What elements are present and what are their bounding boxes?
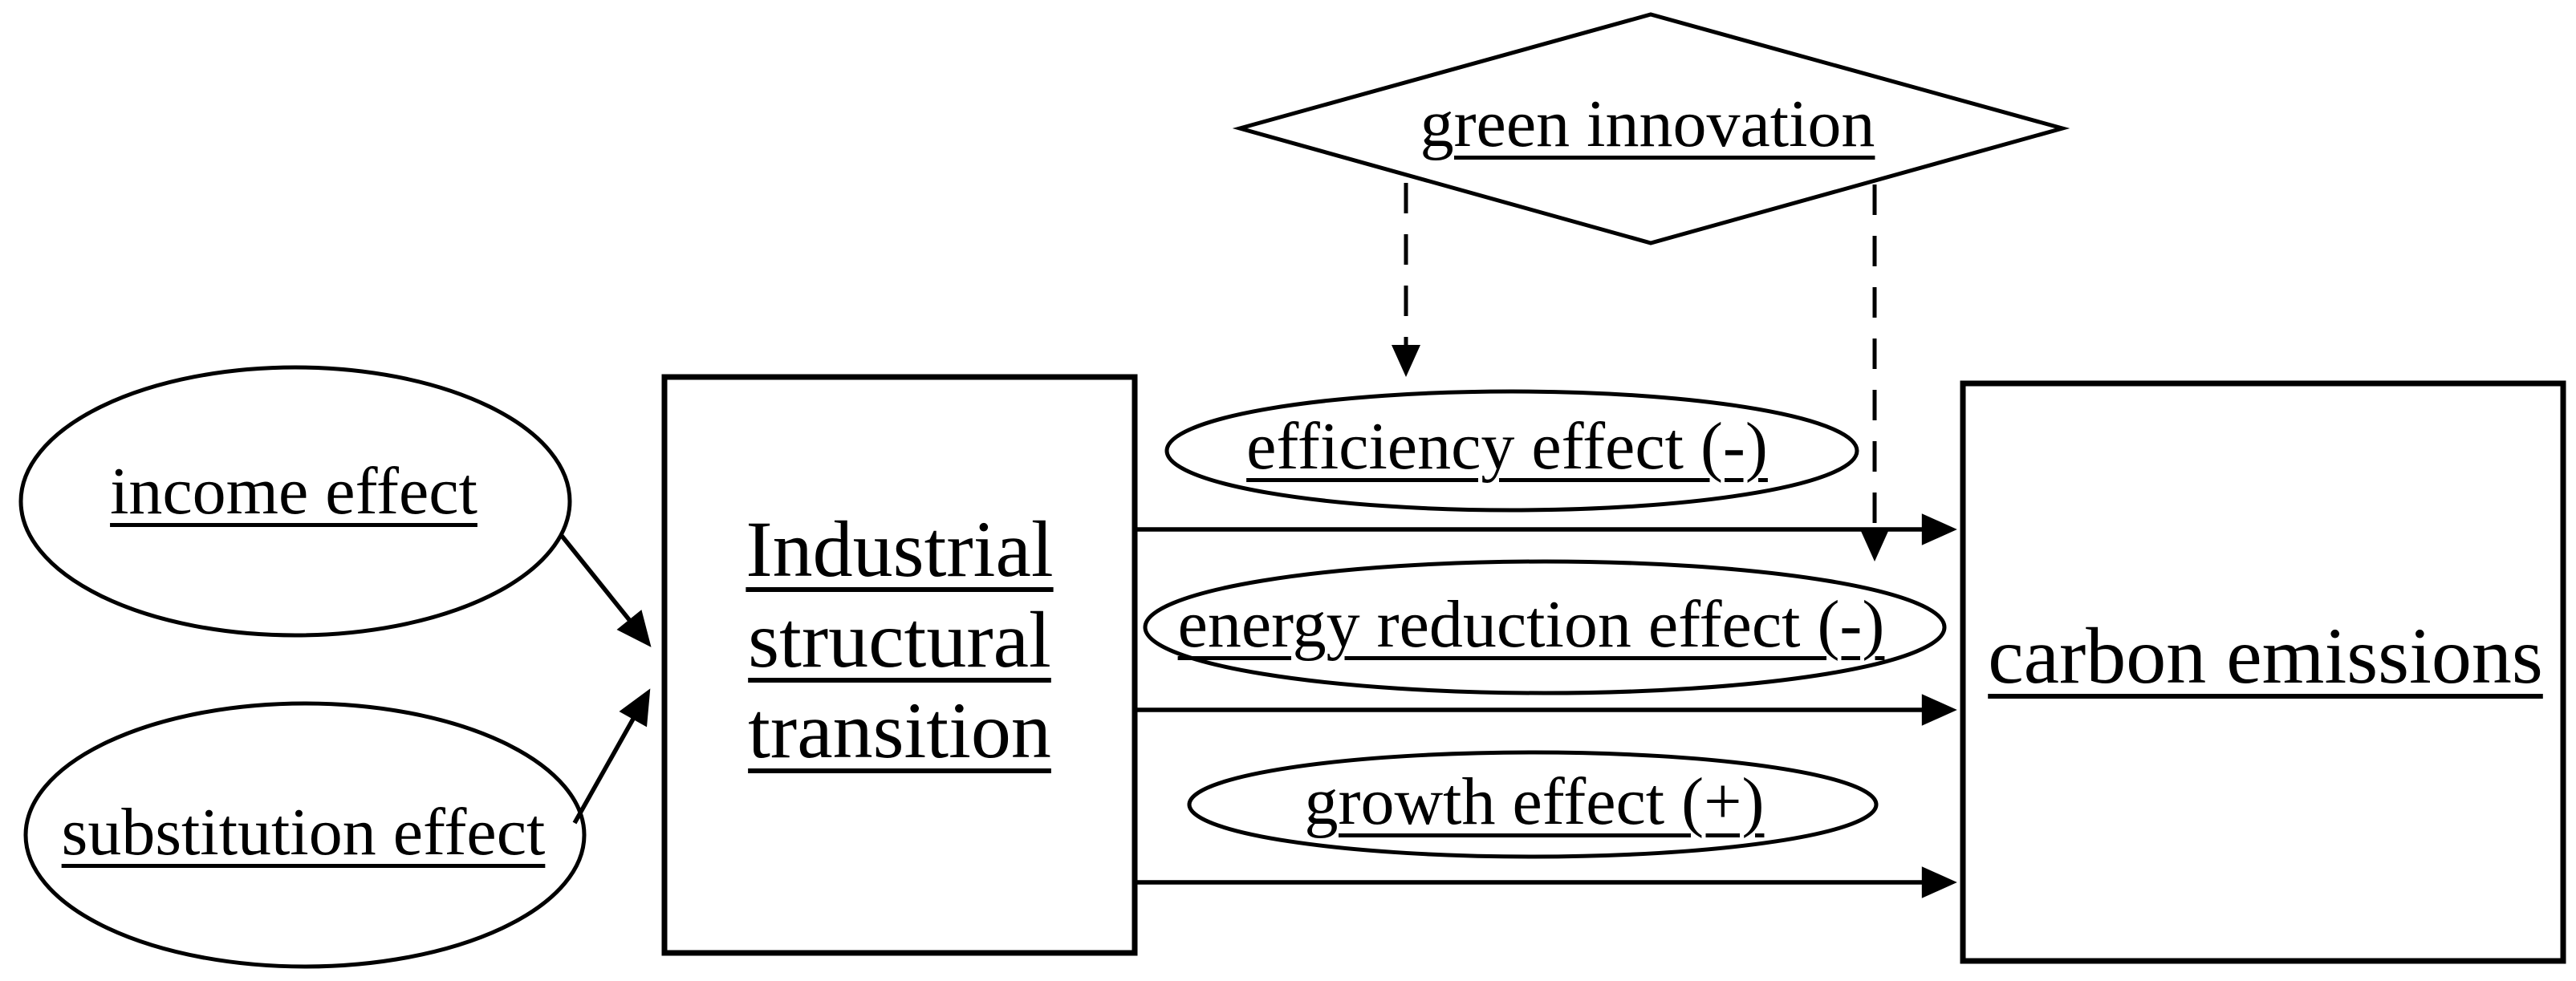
- industrial-label-line-2: structural: [748, 595, 1051, 684]
- arrow-income-to-industrial: [559, 534, 652, 647]
- income-effect-label: income effect: [110, 453, 477, 529]
- green-innovation-diamond: [1232, 12, 2070, 245]
- industrial-label-line-1: Industrial: [746, 505, 1054, 594]
- green-innovation-label: green innovation: [1420, 86, 1875, 161]
- efficiency-effect-ellipse: [1164, 389, 1859, 513]
- carbon-emissions-label: carbon emissions: [1988, 611, 2543, 700]
- energy-reduction-effect-label: energy reduction effect (-): [1177, 586, 1885, 662]
- substitution-effect-label: substitution effect: [61, 794, 546, 870]
- growth-effect-label: growth effect (+): [1304, 764, 1765, 839]
- industrial-structural-transition-label: Industrial structural transition: [672, 504, 1127, 780]
- efficiency-effect-label: efficiency effect (-): [1246, 408, 1768, 484]
- income-effect-ellipse: [18, 365, 572, 638]
- industrial-structural-transition-box: [661, 374, 1138, 956]
- carbon-emissions-box: [1960, 380, 2566, 964]
- industrial-label-line-3: transition: [748, 686, 1051, 775]
- substitution-effect-ellipse: [23, 701, 587, 969]
- growth-effect-ellipse: [1187, 750, 1879, 859]
- energy-reduction-effect-ellipse: [1143, 559, 1947, 695]
- arrow-substitution-to-industrial: [572, 688, 651, 825]
